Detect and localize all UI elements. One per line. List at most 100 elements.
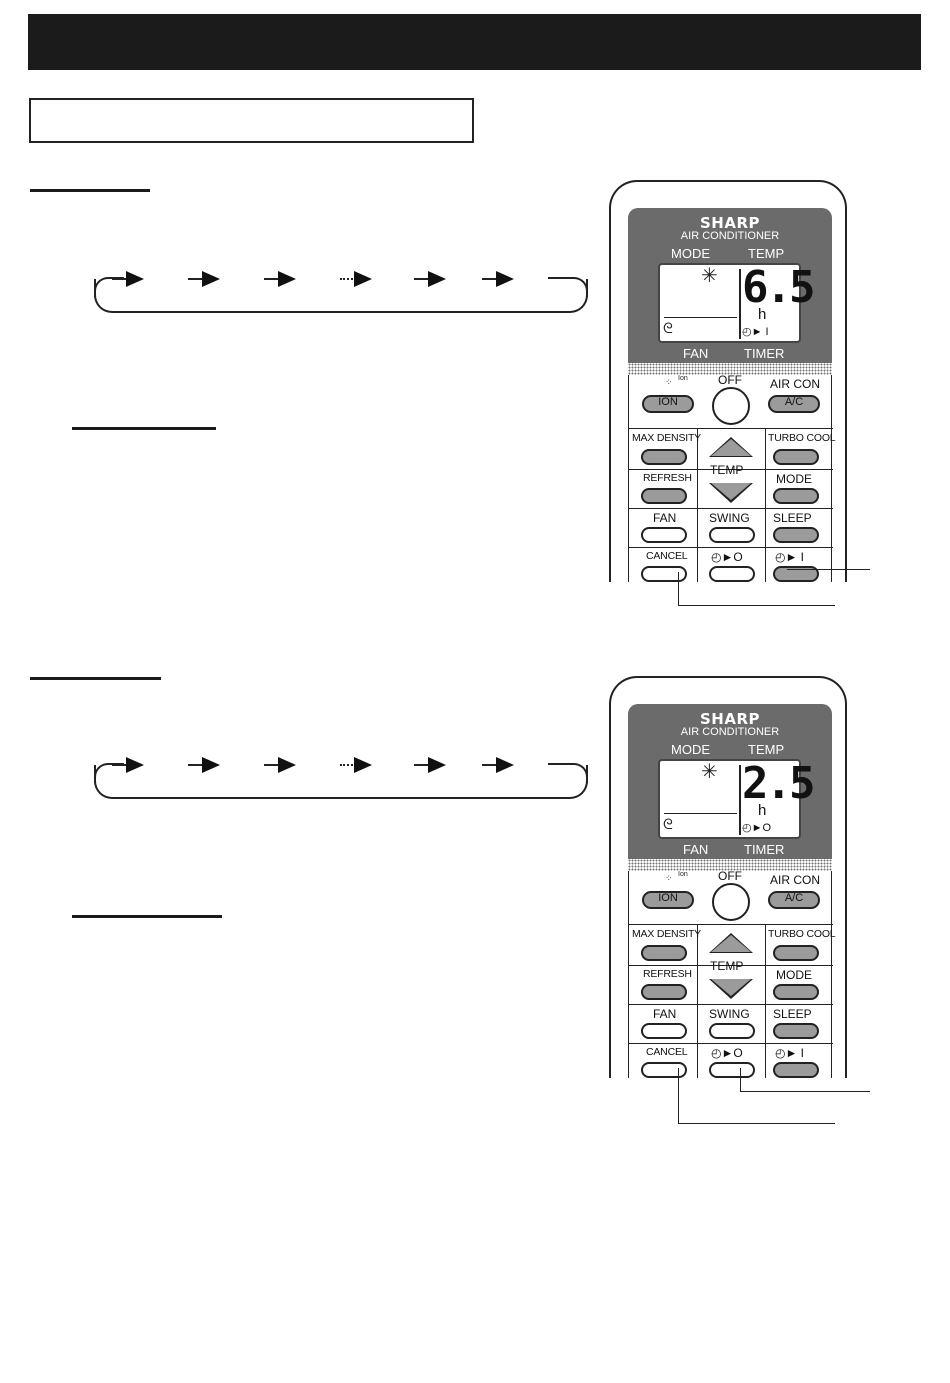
remote-control-on-timer: SHARP AIR CONDITIONER MODE TEMP ✳ ᘓ 6.5 … (609, 180, 847, 582)
cycle-arrow-icon (414, 755, 448, 775)
air-con-label: AIR CON (770, 873, 821, 887)
max-density-button[interactable] (641, 449, 687, 465)
fan-button-label: FAN (653, 1007, 677, 1021)
refresh-button[interactable] (641, 984, 687, 1000)
ion-button-label: ION (658, 396, 678, 408)
lcd-hours-value: 2.5 (742, 758, 816, 809)
swing-button[interactable] (709, 527, 755, 543)
air-con-label: AIR CON (770, 377, 821, 391)
cancel-button-label: CANCEL (646, 1046, 688, 1058)
max-density-label: MAX DENSITY (632, 432, 701, 444)
cycle-corner (94, 277, 124, 297)
ac-button-label: A/C (784, 892, 804, 904)
sleep-button-label: SLEEP (773, 511, 812, 525)
mode-label: MODE (671, 246, 710, 261)
lcd-screen: ✳ ᘓ 2.5 h ◴►O (658, 758, 816, 839)
grid-line (629, 924, 833, 925)
cancel-button[interactable] (641, 566, 687, 582)
callout-line (678, 605, 835, 606)
ion-button[interactable]: ION (642, 891, 694, 909)
timer-label: TIMER (744, 346, 785, 361)
remote-display-panel: SHARP AIR CONDITIONER MODE TEMP ✳ ᘓ 2.5 … (628, 704, 832, 859)
grid-line (629, 1004, 833, 1005)
turbo-cool-label: TURBO COOL (768, 432, 836, 444)
lcd-divider (739, 765, 741, 835)
sleep-button[interactable] (773, 527, 819, 543)
turbo-cool-button[interactable] (773, 449, 819, 465)
sleep-button[interactable] (773, 1023, 819, 1039)
cycle-arrow-icon (188, 755, 222, 775)
header-bar (28, 14, 921, 70)
subsection-heading-rule (72, 915, 222, 918)
refresh-button[interactable] (641, 488, 687, 504)
grid-line (629, 1043, 833, 1044)
cycle-arrow-icon (264, 269, 298, 289)
mode-button-label: MODE (776, 472, 812, 486)
callout-line (678, 1068, 679, 1124)
timer-cycle-diagram (94, 271, 588, 313)
grid-line (629, 547, 833, 548)
temp-up-button[interactable] (709, 933, 753, 953)
dotted-band (628, 859, 832, 873)
timer-cycle-diagram (94, 757, 588, 799)
grid-line (629, 965, 833, 966)
temp-label: TEMP (748, 246, 785, 261)
off-button[interactable] (712, 883, 750, 921)
cycle-corner (94, 763, 124, 783)
callout-line (678, 572, 679, 606)
ion-superscript: Ion (678, 375, 688, 382)
mode-button[interactable] (773, 488, 819, 504)
fan-label: FAN (683, 346, 709, 361)
sleep-button-label: SLEEP (773, 1007, 812, 1021)
grid-line (765, 924, 766, 1078)
ac-button[interactable]: A/C (768, 395, 820, 413)
ion-icon: ⁘ (665, 873, 673, 883)
lcd-hours-unit: h (758, 802, 767, 819)
fan-auto-icon: ᘓ (663, 816, 673, 832)
mode-button[interactable] (773, 984, 819, 1000)
max-density-label: MAX DENSITY (632, 928, 701, 940)
callout-line (787, 569, 870, 570)
grid-line (629, 469, 833, 470)
on-timer-button-label: ◴► I (775, 550, 805, 564)
ion-button[interactable]: ION (642, 395, 694, 413)
temp-down-button[interactable] (709, 483, 753, 503)
off-button[interactable] (712, 387, 750, 425)
swing-button-label: SWING (709, 511, 750, 525)
off-label: OFF (718, 373, 742, 387)
cycle-arrow-icon (264, 755, 298, 775)
max-density-button[interactable] (641, 945, 687, 961)
remote-button-panel: ⁘ Ion ION OFF AIR CON A/C MAX DENSITY TE… (628, 373, 836, 582)
brand-logo: SHARP (699, 710, 760, 728)
fan-label: FAN (683, 842, 709, 857)
cancel-button[interactable] (641, 1062, 687, 1078)
off-timer-button[interactable] (709, 566, 755, 582)
temp-down-button[interactable] (709, 979, 753, 999)
turbo-cool-label: TURBO COOL (768, 928, 836, 940)
lcd-hours-value: 6.5 (742, 262, 816, 313)
temp-up-button[interactable] (709, 437, 753, 457)
off-timer-button[interactable] (709, 1062, 755, 1078)
turbo-cool-button[interactable] (773, 945, 819, 961)
swing-button[interactable] (709, 1023, 755, 1039)
on-timer-button[interactable] (773, 1062, 819, 1078)
fan-button[interactable] (641, 527, 687, 543)
remote-control-off-timer: SHARP AIR CONDITIONER MODE TEMP ✳ ᘓ 2.5 … (609, 676, 847, 1078)
remote-display-panel: SHARP AIR CONDITIONER MODE TEMP ✳ ᘓ 6.5 … (628, 208, 832, 363)
ion-superscript: Ion (678, 871, 688, 878)
off-timer-icon: ◴►O (742, 822, 772, 834)
lcd-divider-line (664, 813, 737, 814)
on-timer-button[interactable] (773, 566, 819, 582)
remote-subtitle: AIR CONDITIONER (680, 230, 780, 242)
grid-line (765, 428, 766, 582)
section-heading-rule (30, 189, 150, 192)
cycle-arrow-icon (188, 269, 222, 289)
ion-icon: ⁘ (665, 377, 673, 387)
ac-button[interactable]: A/C (768, 891, 820, 909)
refresh-label: REFRESH (643, 968, 692, 980)
fan-button[interactable] (641, 1023, 687, 1039)
grid-line (629, 428, 833, 429)
callout-line (678, 1123, 835, 1124)
cycle-arrow-icon (112, 269, 146, 289)
fan-auto-icon: ᘓ (663, 320, 673, 336)
